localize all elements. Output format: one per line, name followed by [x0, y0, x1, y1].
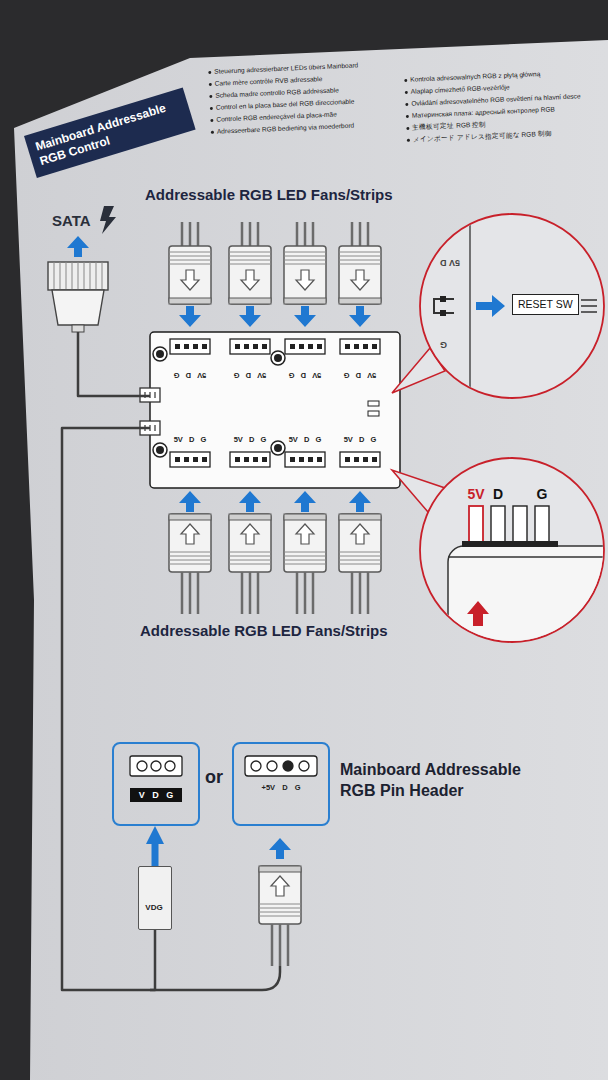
- section-title: Mainboard Addressable RGB Control: [24, 87, 196, 178]
- pin-label: 5V D G: [344, 370, 377, 379]
- bullet-list: Steuerung adressierbarer LEDs übers Main…: [208, 59, 361, 137]
- language-line: Carte mère contrôle RVB adressable: [215, 75, 323, 87]
- language-line: Control en la placa base del RGB direcci…: [216, 98, 355, 111]
- bullet-dot: [406, 127, 409, 130]
- language-line: 主機板可定址 RGB 控制: [412, 120, 486, 130]
- language-line: Alaplap címezhető RGB-vezérlője: [411, 83, 510, 94]
- pin-label: 5V D G: [289, 370, 322, 379]
- bullet-item: Control en la placa base del RGB direcci…: [210, 95, 360, 114]
- connector-label: VDG: [145, 903, 162, 912]
- fan-caption: Addressable RGB LED Fans/Strips: [140, 622, 388, 639]
- plug-arrow: [152, 844, 159, 866]
- pin-label: 5V D G: [344, 436, 377, 445]
- bullet-dot: [405, 91, 408, 94]
- pin-label: 5V D G: [174, 370, 207, 379]
- or-word: or: [205, 767, 223, 788]
- zoom-callout: 5V D G RESET SW: [420, 214, 604, 398]
- bullet-dot: [210, 107, 213, 110]
- pin-label: 5V D G: [234, 370, 267, 379]
- language-line: Adresseerbare RGB bediening via moederbo…: [217, 122, 355, 135]
- cable-wire: [78, 332, 150, 396]
- bullet-dot: [405, 103, 408, 106]
- bullet-dot: [209, 83, 212, 86]
- bullet-list: Kontrola adresowalnych RGB z płytą główn…: [404, 66, 582, 146]
- pin-header-box: +5V D G: [232, 742, 330, 826]
- language-line: Controle RGB endereçável da placa-mãe: [216, 110, 337, 122]
- power-label: SATA: [52, 212, 91, 229]
- pin-label: 5V D G: [174, 436, 207, 445]
- language-line: Материнская плата: адресный контролер RG…: [412, 105, 555, 118]
- fan-caption: Addressable RGB LED Fans/Strips: [145, 186, 393, 203]
- reset-switch-box: RESET SW: [512, 294, 579, 315]
- language-line: Ovládání adresovatelného RGB osvětlení n…: [411, 92, 581, 106]
- bullet-dot: [406, 115, 409, 118]
- bullet-item: Kontrola adresowalnych RGB z płytą główn…: [404, 66, 580, 86]
- bullet-dot: [211, 131, 214, 134]
- bullet-item: Adresseerbare RGB bediening via moederbo…: [211, 119, 361, 138]
- rgb-hub-board: 5V D G 5V D G 5V D G 5V D G 5V D G 5V D G 5V D…: [150, 332, 400, 488]
- language-line: Scheda madre controllo RGB addressable: [215, 86, 339, 98]
- bullet-item: Steuerung adressierbarer LEDs übers Main…: [208, 59, 358, 78]
- language-line: メインボード アドレス指定可能な RGB 制御: [413, 130, 552, 143]
- bullet-dot: [208, 71, 211, 74]
- pin-label: 5V: [467, 486, 484, 502]
- bullet-dot: [209, 95, 212, 98]
- bullet-dot: [407, 139, 410, 142]
- sata-connector: SATA: [45, 258, 111, 332]
- pin-label: 5V D G: [289, 436, 322, 445]
- pin-label: G: [440, 340, 447, 350]
- pin-header-box: V D G: [112, 742, 200, 826]
- language-line: Kontrola adresowalnych RGB z płytą główn…: [410, 70, 540, 83]
- pin-label: D: [493, 486, 503, 502]
- switch-label: RESET SW: [518, 298, 573, 311]
- bullet-dot: [404, 79, 407, 82]
- pin-label: +5V D G: [262, 784, 301, 793]
- language-line: Steuerung adressierbarer LEDs übers Main…: [214, 61, 358, 74]
- pin-label: 5V D G: [234, 436, 267, 445]
- vdg-connector: VDG: [138, 866, 172, 930]
- pin-label: G: [537, 486, 548, 502]
- pin-label: V D G: [130, 788, 182, 802]
- bullet-dot: [210, 119, 213, 122]
- pin-label: 5V D: [440, 258, 460, 268]
- zoom-callout: 5V D G: [420, 458, 604, 642]
- header-caption: Mainboard Addressable RGB Pin Header: [340, 760, 560, 802]
